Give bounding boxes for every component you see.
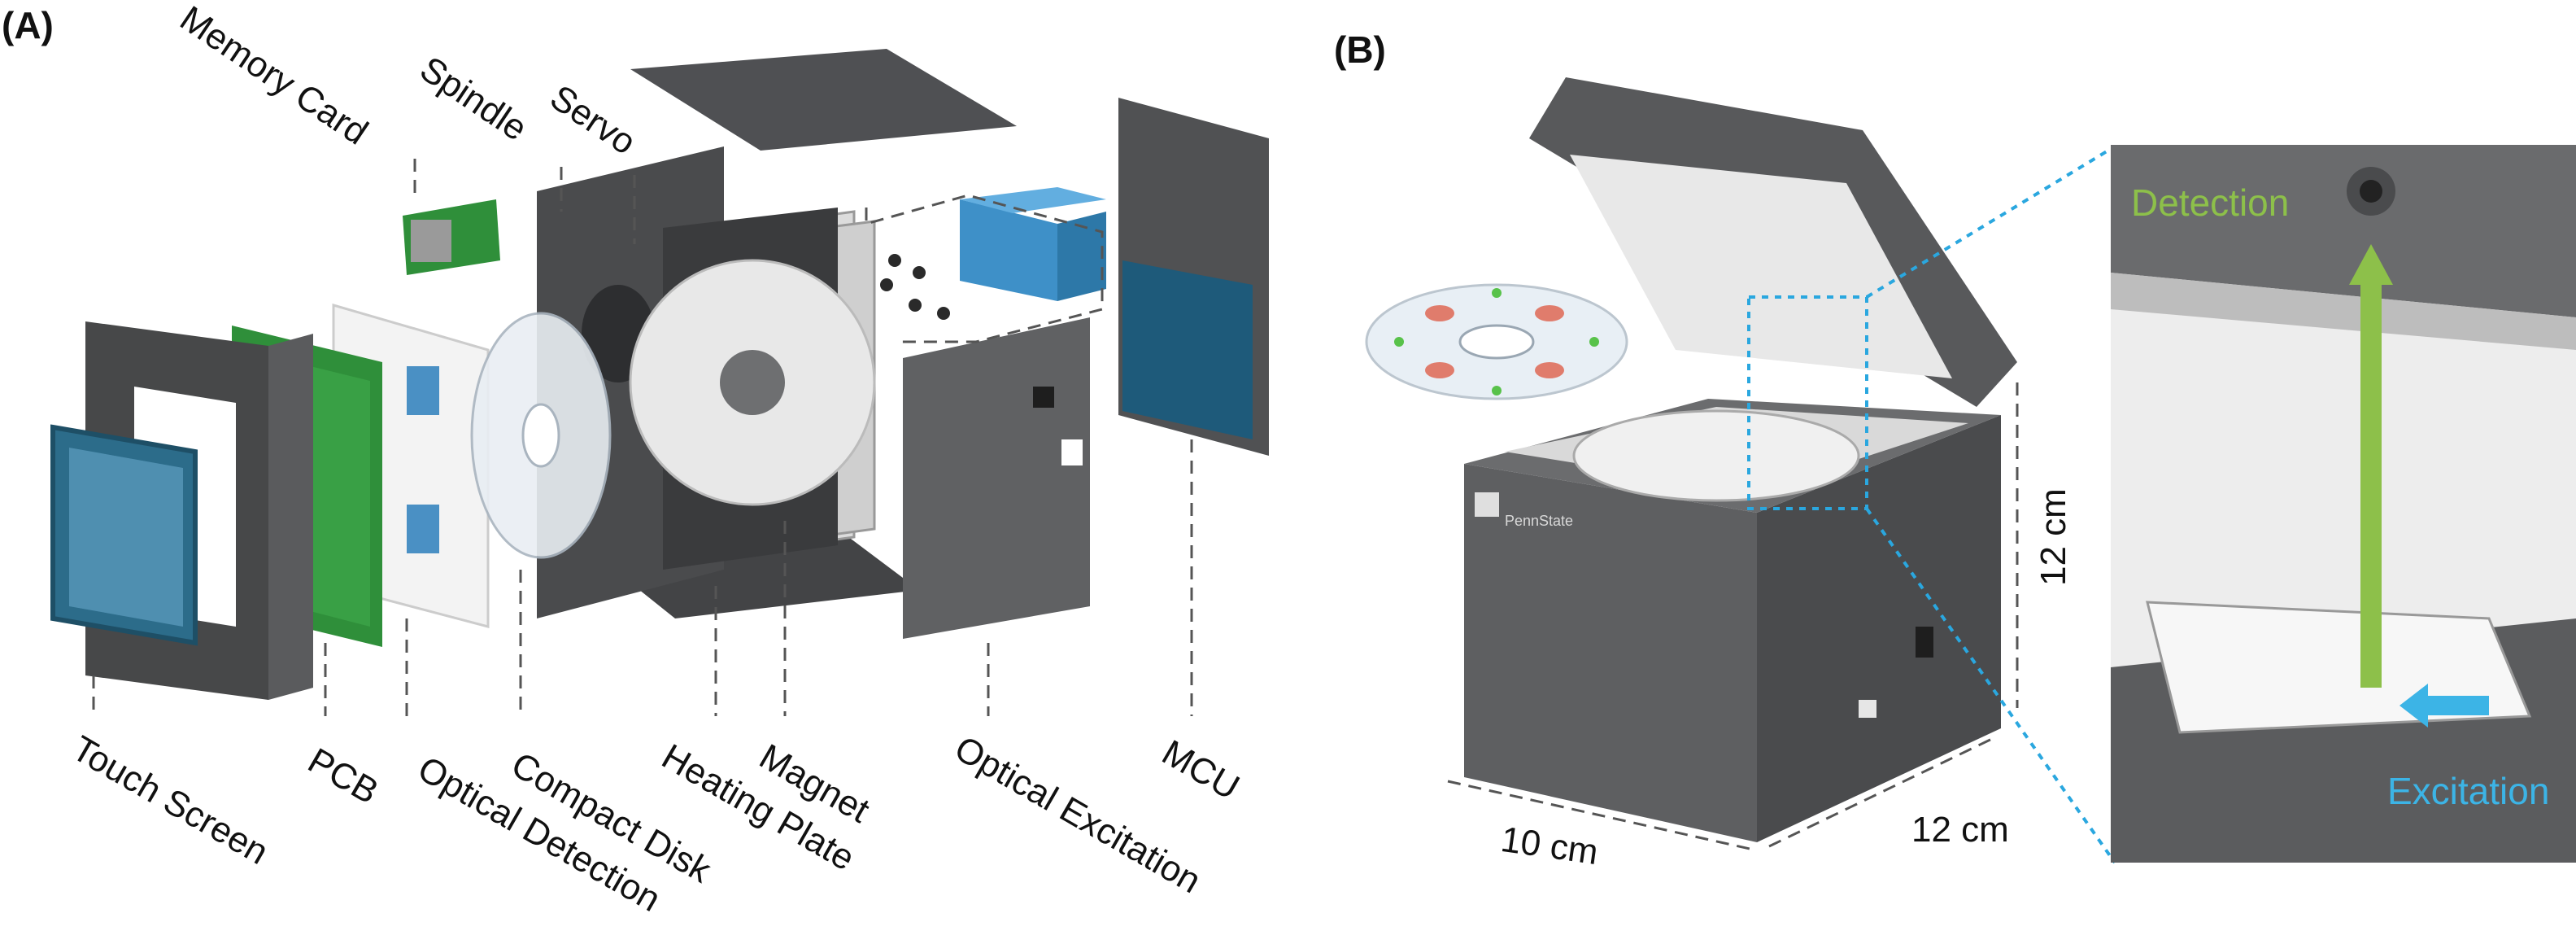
exploded-view-illustration bbox=[50, 49, 1269, 716]
mcu-board bbox=[1122, 260, 1253, 439]
side-panel bbox=[903, 317, 1090, 639]
dimension-width: 10 cm bbox=[1498, 819, 1601, 873]
detection-arrow bbox=[2360, 281, 2382, 688]
zoom-region bbox=[1747, 295, 1868, 510]
device-body-side bbox=[1757, 415, 2001, 842]
logo-shield-icon bbox=[1475, 492, 1499, 517]
device-lid bbox=[1529, 77, 2017, 407]
power-switch bbox=[1916, 627, 1933, 658]
label-excitation: Excitation bbox=[2387, 770, 2550, 812]
microfluidic-disk bbox=[1365, 283, 1628, 400]
top-plate bbox=[630, 49, 1017, 151]
usb-opening bbox=[1061, 439, 1083, 465]
leader-lines bbox=[92, 159, 1193, 716]
panel-a-letter: (A) bbox=[2, 4, 54, 46]
optical-excitation-block bbox=[960, 199, 1057, 301]
dimension-depth: 12 cm bbox=[1911, 810, 2009, 850]
label-detection: Detection bbox=[2131, 181, 2290, 224]
dimension-lines bbox=[1447, 382, 2019, 852]
usb-port bbox=[1859, 700, 1876, 718]
power-jack bbox=[1033, 387, 1054, 408]
panel-b-letter: (B) bbox=[1334, 28, 1386, 71]
led-array bbox=[880, 254, 950, 320]
device-logo-text: PennState bbox=[1505, 513, 1574, 529]
excitation-arrow bbox=[2424, 696, 2489, 715]
inset-panel bbox=[2111, 145, 2576, 863]
detector-sensor bbox=[2347, 167, 2395, 216]
dimension-height: 12 cm bbox=[2033, 488, 2073, 586]
disk-in-device bbox=[1572, 409, 1860, 502]
magnet-center bbox=[720, 350, 785, 415]
